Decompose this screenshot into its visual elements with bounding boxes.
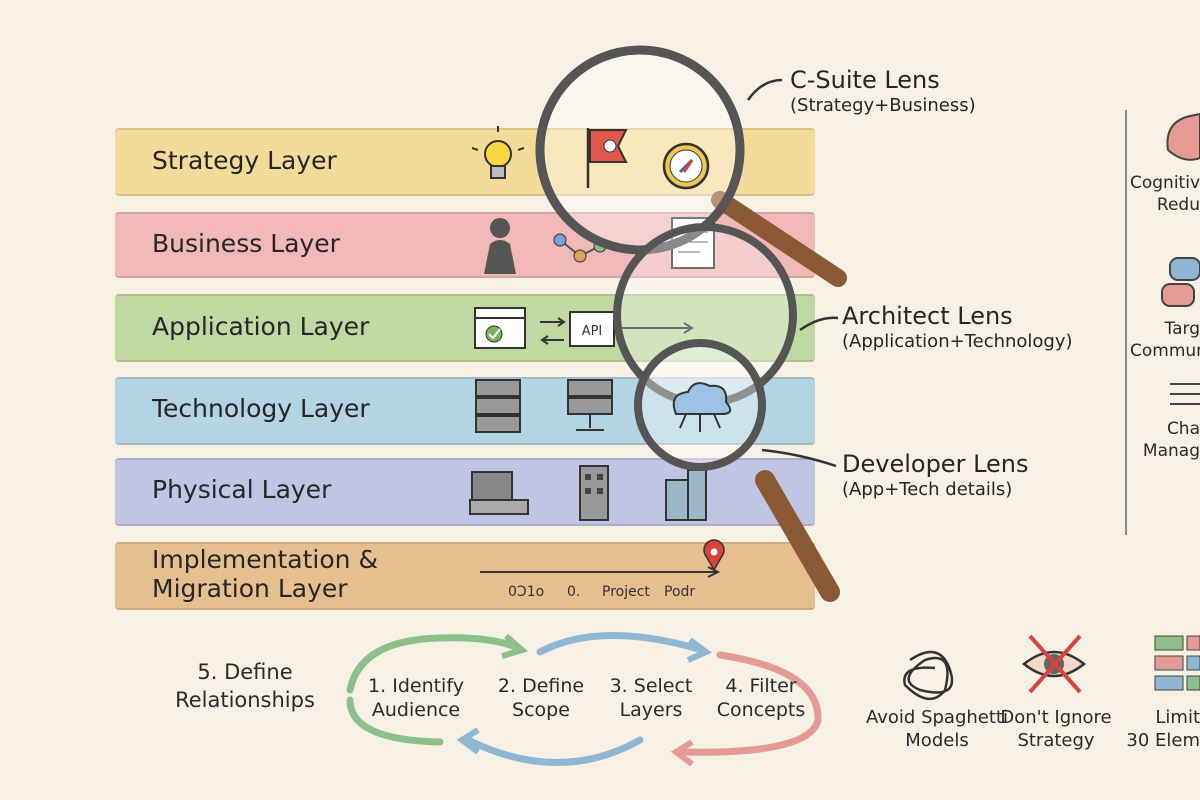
exchange-arrows-icon (540, 317, 566, 345)
layer-band-application (115, 294, 815, 362)
brain-icon (1166, 112, 1200, 161)
side-item-change-line2: Manag (1142, 441, 1200, 461)
step-filter-concepts: 4. Filter Concepts (706, 674, 816, 722)
element-grid-icon (1154, 635, 1200, 691)
computer-hardware-icon (469, 471, 529, 515)
tip-3-line1: Limit (1155, 707, 1200, 728)
cycle-arrow-right (676, 651, 822, 756)
architect-pointer (799, 316, 839, 332)
step-5-line2: Relationships (175, 688, 315, 712)
layer-band-implementation (115, 542, 815, 610)
tip-1-line1: Avoid Spaghetti (866, 707, 1008, 728)
step-1-line1: 1. Identify (368, 675, 464, 697)
c-suite-lens-subtitle: (Strategy+Business) (790, 95, 976, 116)
architect-lens-subtitle: (Application+Technology) (842, 331, 1073, 352)
tip-avoid-spaghetti: Avoid Spaghetti Models (862, 706, 1012, 752)
server-rack-icon (567, 379, 613, 431)
timeline-label-1: 0Ɔ1o (508, 584, 544, 600)
step-5-line1: 5. Define (197, 660, 293, 684)
cycle-arrow-bottom (464, 736, 644, 766)
building-icon (579, 465, 609, 521)
side-item-change-line1: Cha (1166, 419, 1200, 439)
target-flag-icon (586, 128, 628, 188)
step-4-line2: Concepts (716, 699, 806, 721)
timeline-label-2: 0. (567, 584, 580, 600)
layer-name-physical: Physical Layer (152, 475, 332, 504)
side-item-targeted-line2: Commun (1130, 341, 1200, 361)
speech-bubbles-icon (1161, 257, 1200, 307)
layer-name-application: Application Layer (152, 312, 370, 341)
tip-2-line1: Don't Ignore (1000, 707, 1112, 728)
city-buildings-icon (665, 469, 707, 521)
person-icon (484, 218, 516, 274)
layer-name-technology: Technology Layer (152, 394, 370, 423)
location-pin-icon (703, 539, 725, 572)
developer-lens-label: Developer Lens (App+Tech details) (842, 450, 1029, 502)
step-4-line1: 4. Filter (725, 675, 797, 697)
step-define-scope: 2. Define Scope (486, 674, 596, 722)
app-window-icon (474, 307, 526, 349)
side-item-targeted-line1: Targ (1164, 319, 1200, 339)
step-select-layers: 3. Select Layers (596, 674, 706, 722)
side-item-cognitive-line1: Cognitiv (1130, 173, 1200, 193)
cloud-network-icon (672, 382, 732, 432)
api-box-icon (569, 311, 615, 347)
step-1-line2: Audience (371, 699, 461, 721)
side-item-change: Cha Manag (1130, 418, 1200, 462)
c-suite-lens-label: C-Suite Lens (Strategy+Business) (790, 66, 976, 118)
side-item-targeted: Targ Commun (1130, 318, 1200, 362)
c-suite-lens-title: C-Suite Lens (790, 66, 940, 94)
change-management-icon (1170, 383, 1200, 405)
cycle-arrow-top-right-head (686, 637, 712, 663)
developer-pointer (761, 448, 837, 468)
layer-name-strategy: Strategy Layer (152, 146, 337, 175)
cycle-arrow-top-right (536, 632, 706, 656)
architect-lens-title: Architect Lens (842, 302, 1013, 330)
server-icon (475, 379, 521, 433)
cycle-arrow-left (346, 696, 444, 746)
tip-1-line2: Models (905, 730, 969, 751)
developer-magnifier-icon (634, 339, 840, 602)
cycle-arrow-right-head (670, 739, 694, 767)
step-3-line2: Layers (619, 699, 683, 721)
layer-name-business: Business Layer (152, 229, 340, 258)
tip-2-line2: Strategy (1017, 730, 1095, 751)
layer-name-implementation-line2: Migration Layer (152, 574, 348, 603)
timeline-label-4: Podr (664, 584, 695, 600)
compass-icon (662, 142, 710, 190)
step-3-line1: 3. Select (609, 675, 693, 697)
flow-arrow-icon (620, 322, 694, 334)
tip-3-line2: 30 Elem (1126, 730, 1200, 751)
step-2-line2: Scope (512, 699, 570, 721)
lightbulb-icon (471, 126, 525, 179)
developer-lens-subtitle: (App+Tech details) (842, 479, 1013, 500)
cycle-arrow-bottom-head (456, 727, 480, 755)
side-item-cognitive-line2: Redu (1156, 195, 1200, 215)
cycle-arrow-top-left-head (501, 633, 529, 659)
step-2-line1: 2. Define (497, 675, 585, 697)
side-item-cognitive: Cognitiv Redu (1130, 172, 1200, 216)
timeline-icon (480, 566, 721, 578)
step-define-relationships: 5. Define Relationships (170, 658, 320, 714)
tip-dont-ignore-strategy: Don't Ignore Strategy (996, 706, 1116, 752)
cycle-arrow-top-left (346, 634, 522, 694)
architect-lens-label: Architect Lens (Application+Technology) (842, 302, 1073, 354)
timeline-label-3: Project (602, 584, 650, 600)
layer-name-implementation-line1: Implementation & (152, 545, 378, 574)
step-identify-audience: 1. Identify Audience (356, 674, 476, 722)
developer-lens-title: Developer Lens (842, 450, 1029, 478)
api-label: API (582, 324, 603, 339)
c-suite-pointer (746, 78, 783, 101)
crossed-eye-icon (1021, 634, 1087, 694)
spaghetti-tangle-icon (903, 650, 954, 700)
tip-limit-elements: Limit 30 Elem (1126, 706, 1200, 752)
